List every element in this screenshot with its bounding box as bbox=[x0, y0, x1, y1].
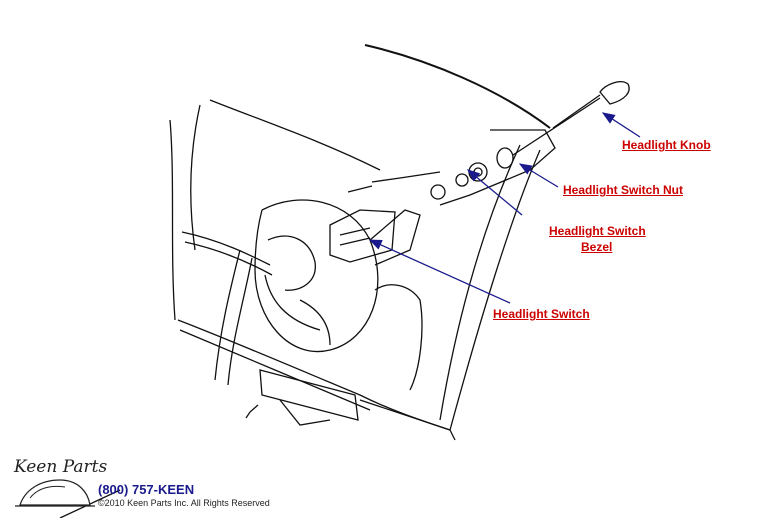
label-headlight-switch-bezel-line2[interactable]: Bezel bbox=[581, 240, 613, 254]
phone-number: (800) 757-KEEN bbox=[98, 482, 195, 497]
keen-parts-logo: Keen Parts bbox=[13, 457, 107, 507]
label-headlight-knob[interactable]: Headlight Knob bbox=[622, 138, 711, 152]
copyright-text: ©2010 Keen Parts Inc. All Rights Reserve… bbox=[98, 498, 270, 508]
label-headlight-switch[interactable]: Headlight Switch bbox=[493, 307, 590, 321]
logo-wordmark: Keen Parts bbox=[13, 457, 107, 477]
label-headlight-switch-bezel-line1[interactable]: Headlight Switch bbox=[549, 224, 646, 238]
label-headlight-switch-nut[interactable]: Headlight Switch Nut bbox=[563, 183, 683, 197]
dash-linework bbox=[59, 44, 630, 518]
callout-arrows bbox=[368, 112, 641, 304]
